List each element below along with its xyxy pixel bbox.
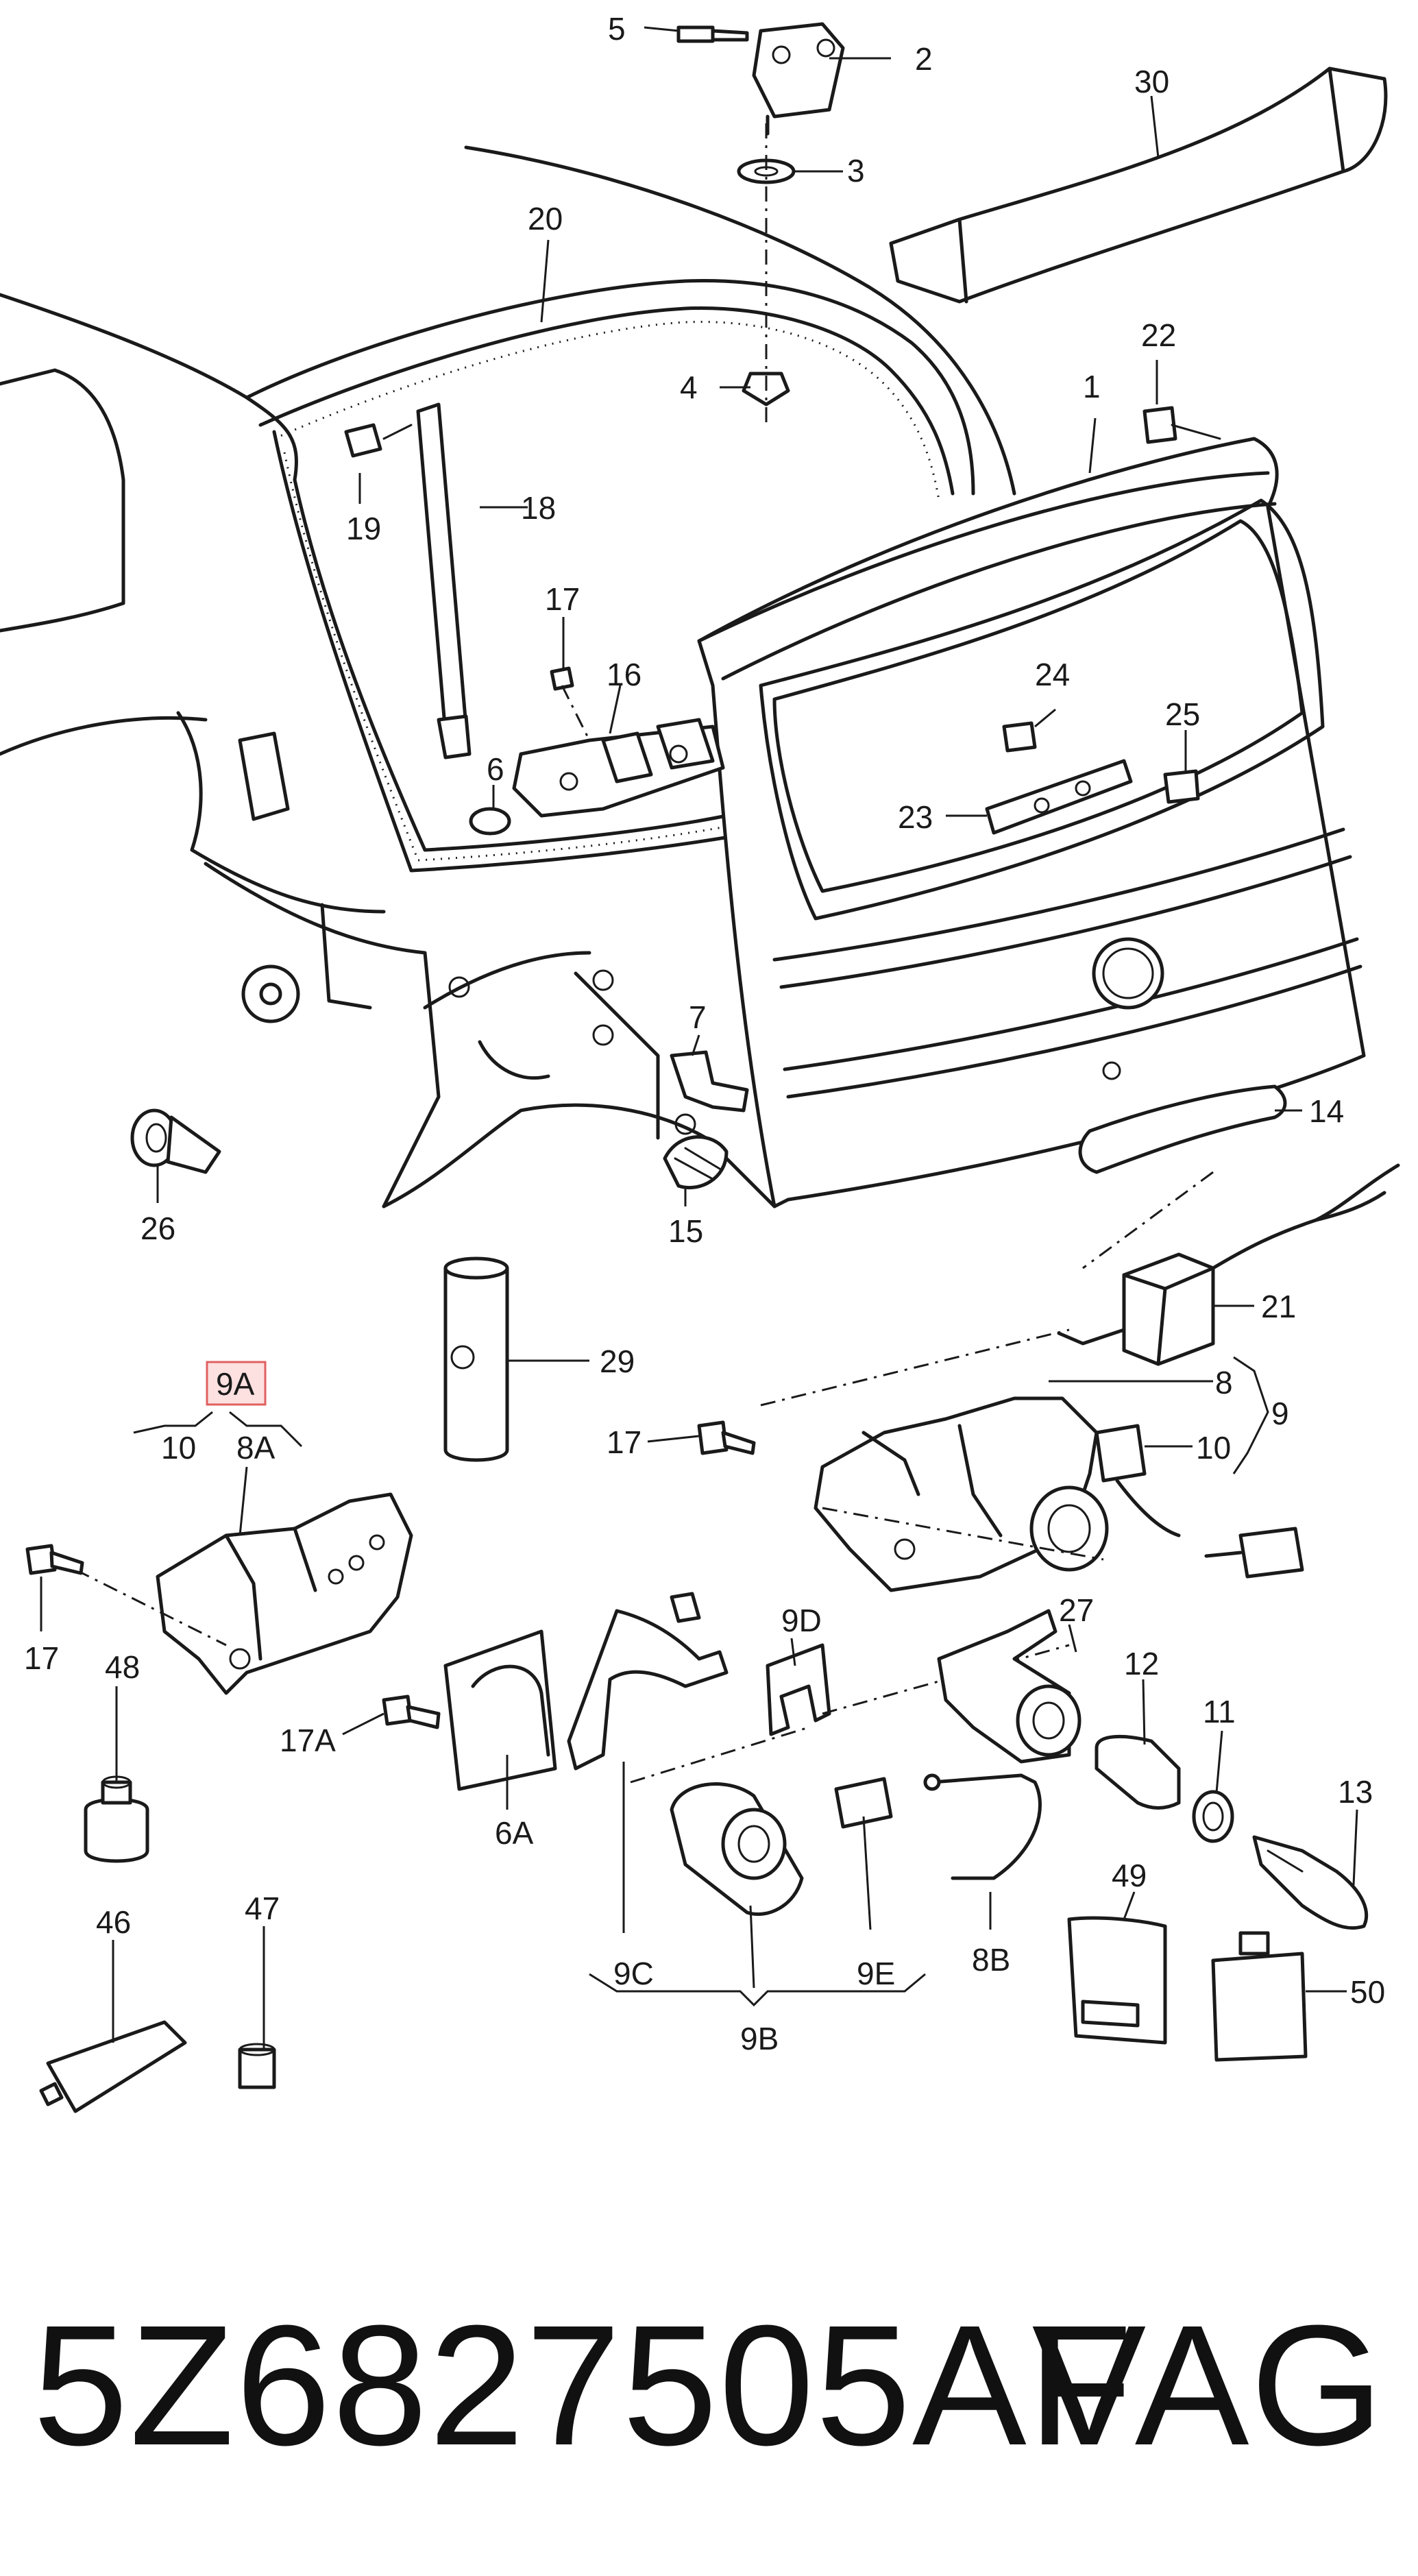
connector-drawing (1095, 1424, 1304, 1579)
gas-spring-drawing (443, 1256, 509, 1462)
label-1: 1 (1083, 369, 1101, 404)
label-13: 13 (1338, 1774, 1373, 1810)
label-8A: 8A (236, 1430, 276, 1466)
striker-drawing (512, 666, 725, 818)
label-17-top: 17 (545, 581, 580, 617)
label-14: 14 (1309, 1093, 1344, 1129)
label-9E: 9E (857, 1956, 895, 1991)
label-6A: 6A (495, 1815, 534, 1851)
label-9C: 9C (613, 1956, 654, 1991)
leader-lines (40, 26, 1358, 2050)
label-48: 48 (105, 1649, 140, 1685)
lock-assembly-drawing (760, 1328, 1109, 1592)
label-15: 15 (668, 1213, 703, 1249)
brand-name: VAG (1031, 2289, 1385, 2481)
strut-seal-drawing (344, 402, 511, 836)
label-20: 20 (528, 201, 563, 236)
label-11: 11 (1203, 1694, 1236, 1729)
label-16: 16 (607, 657, 641, 692)
label-8: 8 (1215, 1365, 1233, 1400)
label-6: 6 (487, 751, 504, 787)
lower-parts-drawing (443, 1592, 1369, 1930)
label-30: 30 (1134, 64, 1169, 99)
label-25: 25 (1165, 696, 1200, 732)
label-19: 19 (346, 511, 381, 546)
label-49: 49 (1112, 1858, 1147, 1893)
label-21: 21 (1261, 1289, 1296, 1324)
label-7: 7 (689, 999, 707, 1035)
car-body-drawing (0, 145, 1016, 1208)
label-24: 24 (1035, 657, 1070, 692)
spoiler-drawing (889, 66, 1388, 304)
label-3: 3 (847, 153, 865, 189)
label-22: 22 (1141, 317, 1176, 353)
label-9A: 9A (216, 1366, 255, 1402)
bracket-drawing (985, 721, 1200, 835)
label-17-left: 17 (24, 1640, 59, 1676)
label-10-left: 10 (161, 1430, 196, 1466)
hinge-drawing (676, 22, 845, 425)
screws-drawing (25, 1420, 756, 1729)
small-parts-top-drawing (130, 406, 1221, 1190)
label-47: 47 (245, 1891, 280, 1926)
label-23: 23 (898, 799, 933, 835)
label-9B: 9B (740, 2021, 779, 2056)
label-4: 4 (680, 369, 698, 405)
callout-labels: 5 2 3 4 30 20 1 22 18 19 17 16 6 24 25 2… (24, 11, 1385, 2056)
part-number: 5Z6827505AF (33, 2289, 1134, 2481)
brake-light-motor-drawing (1057, 1084, 1400, 1366)
label-8B: 8B (972, 1942, 1010, 1978)
label-12: 12 (1124, 1646, 1159, 1681)
lock-8A-drawing (75, 1492, 413, 1695)
label-26: 26 (140, 1211, 175, 1246)
label-5: 5 (608, 11, 626, 47)
label-9: 9 (1271, 1396, 1289, 1431)
label-2: 2 (915, 41, 933, 77)
footer: 5Z6827505AF VAG (0, 2283, 1418, 2488)
label-17-middle: 17 (607, 1424, 641, 1460)
highlight-box-9A (206, 1361, 267, 1406)
consumables-drawing (39, 1775, 1308, 2113)
label-50: 50 (1350, 1974, 1385, 2010)
label-10-right: 10 (1196, 1430, 1231, 1466)
label-9D: 9D (781, 1603, 822, 1638)
label-46: 46 (96, 1904, 131, 1940)
label-17A: 17A (280, 1723, 336, 1758)
label-18: 18 (521, 490, 556, 526)
label-29: 29 (600, 1344, 635, 1379)
label-27: 27 (1059, 1592, 1094, 1628)
